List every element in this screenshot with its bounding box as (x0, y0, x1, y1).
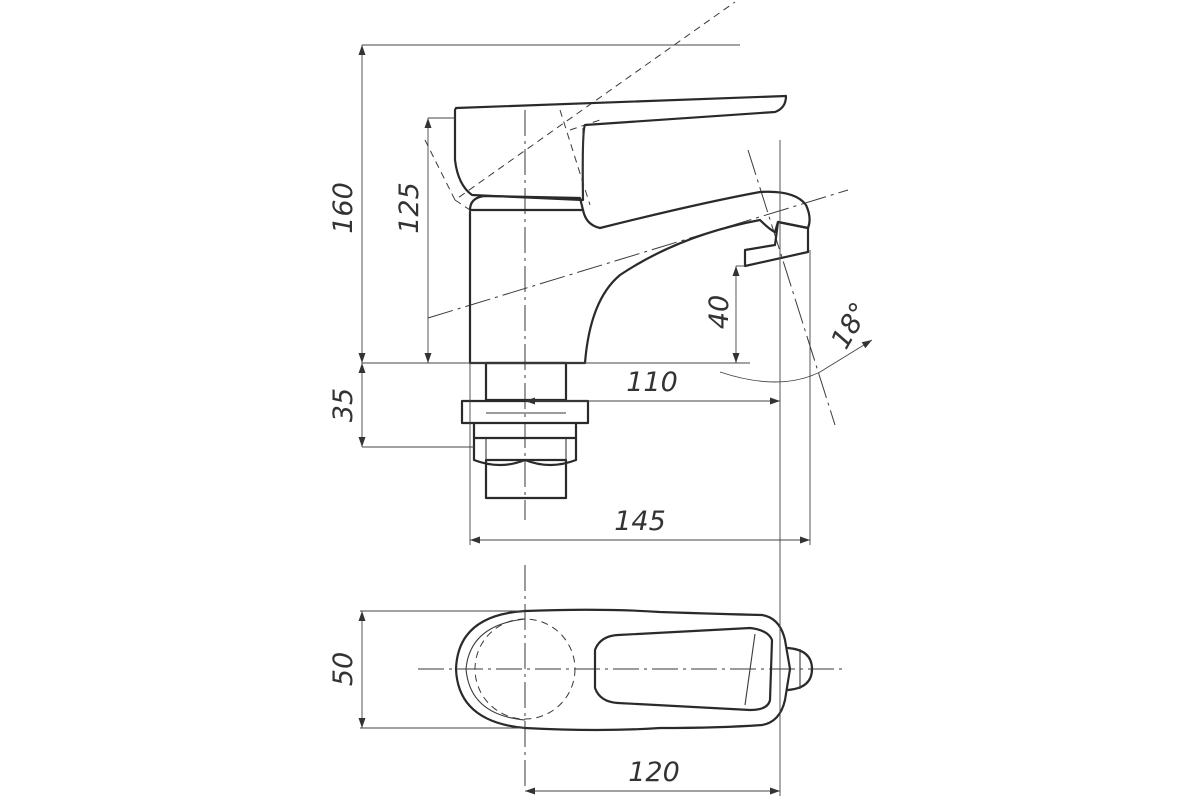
outlet-axis (747, 149, 836, 426)
dim-text-40: 40 (704, 295, 735, 329)
top-body-outline (454, 608, 792, 732)
dim-text-120: 120 (628, 757, 680, 788)
top-lever (593, 626, 774, 712)
dim-text-50: 50 (328, 652, 359, 686)
dim-text-160: 160 (328, 182, 359, 234)
top-body-inner (465, 618, 526, 721)
side-view: 160 125 40 18° 35 110 145 (328, 1, 876, 560)
dim-text-110: 110 (626, 367, 678, 398)
top-cartridge-circle (474, 618, 576, 720)
inlet-shank-top (484, 361, 568, 402)
dim-text-125: 125 (394, 182, 425, 234)
handle-raised-outline (424, 1, 736, 211)
handle-lever (453, 94, 788, 202)
top-lever-inner (744, 633, 756, 706)
top-view: 50 120 (328, 560, 845, 796)
spout-axis (427, 189, 849, 319)
faucet-body (468, 190, 811, 365)
spout-aerator (743, 220, 810, 268)
dim-text-145: 145 (614, 506, 666, 537)
dim-text-35: 35 (328, 388, 359, 422)
dim-text-18: 18° (825, 297, 876, 354)
body-cap (468, 194, 585, 212)
angle-arc (719, 339, 873, 383)
inlet-pipe (484, 458, 568, 500)
